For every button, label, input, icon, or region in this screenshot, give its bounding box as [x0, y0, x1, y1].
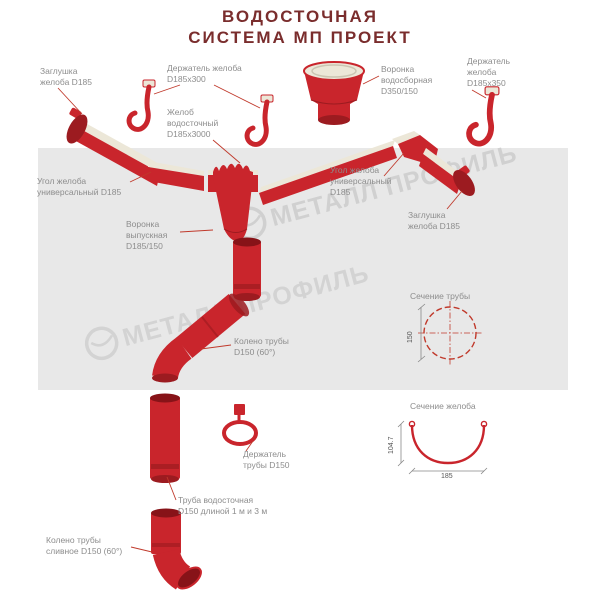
- label-gutter-corner-left: Угол желоба универсальный D185: [37, 176, 122, 198]
- gutter-hook-icon: [469, 87, 499, 144]
- label-pipe-holder: Держатель трубы D150: [243, 449, 290, 471]
- page-title: ВОДОСТОЧНАЯ СИСТЕМА МП ПРОЕКТ: [0, 7, 600, 48]
- right-end-cap: [453, 169, 475, 197]
- label-downpipe: Труба водосточная D150 длиной 1 м и 3 м: [178, 495, 268, 517]
- dim-gutter-width: 185: [441, 473, 453, 480]
- label-gutter: Желоб водосточный D185x3000: [167, 107, 219, 140]
- label-gutter-holder-350: Держатель желоба D185x350: [467, 56, 511, 89]
- gutter-section-art: [408, 420, 488, 465]
- label-gutter-section: Сечение желоба: [410, 401, 476, 411]
- page-title-line1: ВОДОСТОЧНАЯ: [222, 7, 378, 26]
- pipe-section-art: [418, 301, 482, 365]
- outlet-pipe-art: [233, 237, 261, 301]
- right-gutter-art: [259, 140, 397, 205]
- gutter-hook-icon: [129, 80, 155, 129]
- dim-gutter-height: 104.7: [388, 436, 395, 454]
- label-outlet-funnel: Воронка выпускная D185/150: [126, 219, 168, 252]
- gutter-hook-icon: [247, 95, 273, 144]
- collector-funnel-art: [303, 61, 365, 125]
- downpipe-art: [150, 393, 180, 483]
- left-corner-art: [148, 161, 204, 191]
- drain-elbow-art: [151, 508, 202, 590]
- page-title-line2: СИСТЕМА МП ПРОЕКТ: [188, 27, 412, 47]
- gutter-section-dim-lines: [397, 420, 488, 475]
- outlet-funnel-art: [213, 163, 253, 241]
- pipe-holder-art: [222, 404, 258, 446]
- elbow-pipe-art: [152, 293, 250, 383]
- label-drain-elbow: Колено трубы сливное D150 (60°): [46, 535, 123, 557]
- left-end-cap: [66, 114, 88, 144]
- leader-lines: [57, 75, 487, 553]
- watermark-logo-icon: [84, 326, 119, 361]
- label-gutter-holder-300: Держатель желоба D185x300: [167, 63, 242, 85]
- label-pipe-section: Сечение трубы: [410, 291, 471, 301]
- label-gutter-end-cap-right: Заглушка желоба D185: [408, 210, 460, 232]
- pipe-section-dim-lines: [417, 303, 426, 363]
- label-collector-funnel: Воронка водосборная D350/150: [381, 64, 433, 97]
- dim-pipe-diameter: 150: [407, 331, 414, 343]
- label-gutter-end-cap-left: Заглушка желоба D185: [40, 66, 92, 88]
- label-pipe-elbow: Колено трубы D150 (60°): [234, 336, 289, 358]
- right-end-gutter-art: [419, 148, 475, 197]
- label-gutter-corner-right: Угол желоба универсальный D185: [330, 165, 392, 198]
